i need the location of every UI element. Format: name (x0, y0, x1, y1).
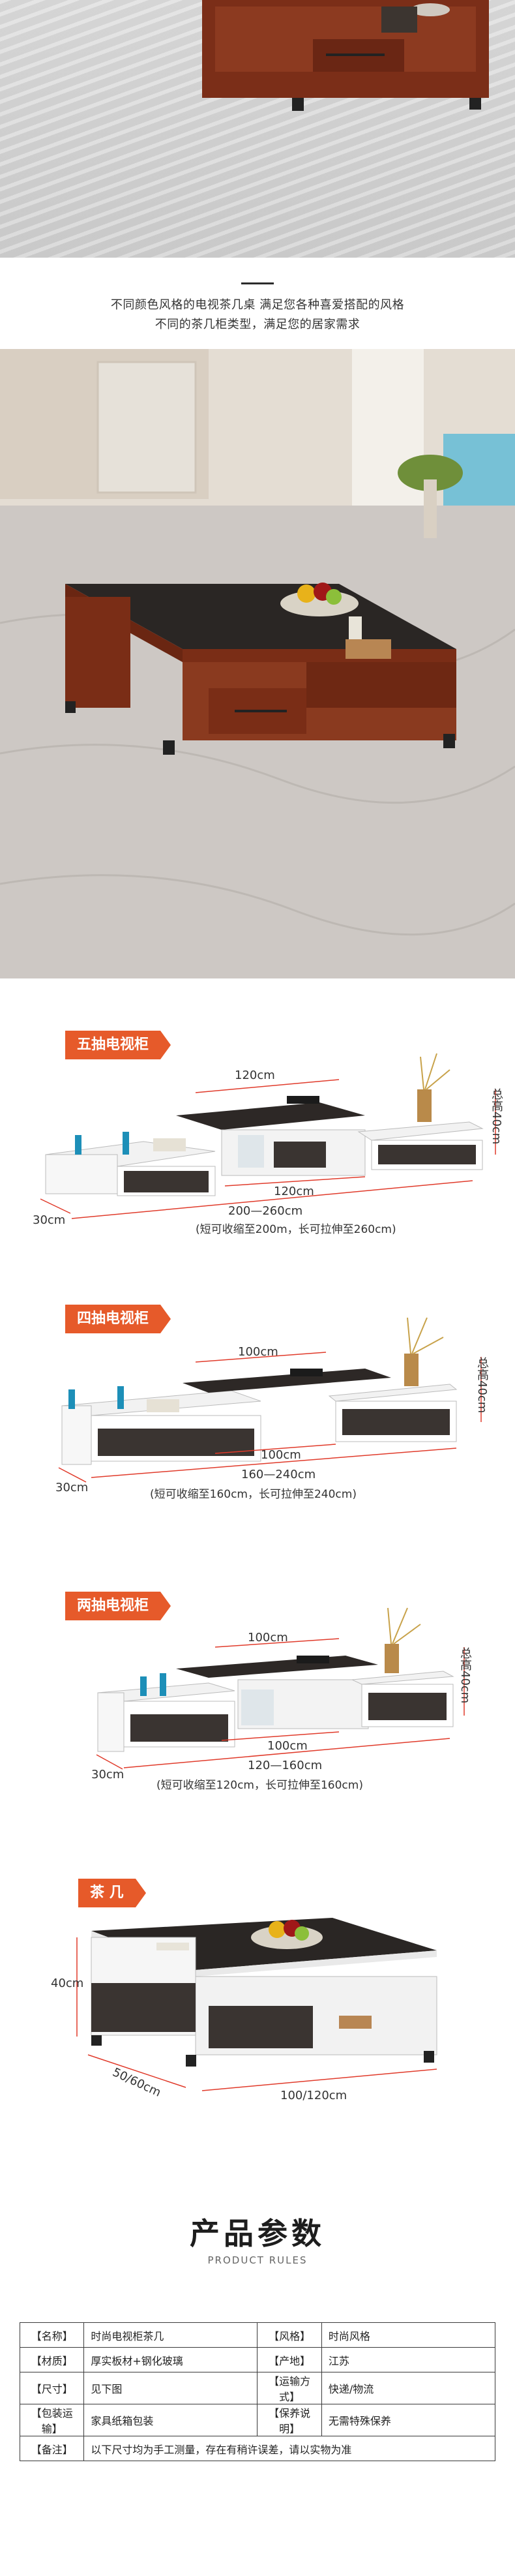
room-scene-image (0, 349, 515, 978)
param-key: 【风格】 (257, 2322, 322, 2348)
range-note: (短可收缩至160cm，长可拉伸至240cm) (150, 1488, 357, 1501)
table-row: 【包装运输】 家具纸箱包装 【保养说明】 无需特殊保养 (19, 2404, 496, 2436)
total-height-dim: 总高40cm (490, 1088, 503, 1145)
coffee-table-label: 茶 几 (78, 1879, 146, 1907)
param-value: 快递/物流 (321, 2372, 496, 2404)
total-height-dim: 总高40cm (458, 1647, 472, 1704)
range-dim: 200—260cm (228, 1204, 303, 1218)
range-note: (短可收缩至200m，长可拉伸至260cm) (196, 1223, 396, 1236)
table-row: 【材质】 厚实板材+钢化玻璃 【产地】 江苏 (19, 2347, 496, 2372)
top-product-photo (0, 0, 515, 258)
product-params-table: 【名称】 时尚电视柜茶几 【风格】 时尚风格 【材质】 厚实板材+钢化玻璃 【产… (19, 2322, 496, 2461)
diagram-two-drawer-tv-cabinet: 两抽电视柜 100cm 100cm 总高40cm 30cm 120—160cm … (0, 1579, 515, 1826)
param-key: 【尺寸】 (19, 2372, 85, 2404)
param-key: 【产地】 (257, 2347, 322, 2372)
two-drawer-label: 两抽电视柜 (65, 1592, 171, 1620)
depth-dim: 30cm (33, 1213, 66, 1227)
param-value: 时尚电视柜茶几 (83, 2322, 258, 2348)
five-drawer-label: 五抽电视柜 (65, 1031, 171, 1059)
product-params-header: 产品参数 PRODUCT RULES (0, 2198, 515, 2277)
param-value: 厚实板材+钢化玻璃 (83, 2347, 258, 2372)
living-room-photo (0, 349, 515, 978)
params-title: 产品参数 (190, 2216, 325, 2251)
param-key: 【材质】 (19, 2347, 85, 2372)
param-value: 无需特殊保养 (321, 2404, 496, 2436)
caption-line-1: 不同颜色风格的电视茶几桌 满足您各种喜爱搭配的风格 (110, 298, 405, 312)
range-dim: 120—160cm (248, 1759, 323, 1772)
width-top-dim: 120cm (235, 1068, 275, 1082)
caption-block: 不同颜色风格的电视茶几桌 满足您各种喜爱搭配的风格 不同的茶几柜类型，满足您的居… (0, 258, 515, 349)
param-key: 【运输方式】 (257, 2372, 322, 2404)
range-dim: 160—240cm (241, 1468, 316, 1481)
width-top-dim: 100cm (238, 1345, 278, 1359)
diagram-four-drawer-tv-cabinet: 四抽电视柜 100cm 100cm 总高40cm 30cm 160—240cm … (0, 1292, 515, 1539)
params-subtitle: PRODUCT RULES (207, 2254, 308, 2266)
param-value: 以下尺寸均为手工测量，存在有稍许误差，请以实物为准 (83, 2436, 495, 2461)
total-height-dim: 总高40cm (475, 1357, 489, 1414)
diagram-coffee-table: 茶 几 40cm 50/60cm 100/120cm (0, 1866, 515, 2140)
param-key: 【名称】 (19, 2322, 85, 2348)
coffee-table-drawing (76, 1918, 437, 2091)
height-dim: 40cm (51, 1977, 84, 1990)
param-key: 【备注】 (19, 2436, 85, 2461)
param-value: 江苏 (321, 2347, 496, 2372)
range-note: (短可收缩至120cm，长可拉伸至160cm) (156, 1779, 363, 1792)
param-value: 见下图 (83, 2372, 258, 2404)
depth-dim: 30cm (55, 1481, 89, 1494)
width-bottom-dim: 120cm (274, 1185, 314, 1198)
coffee-table-bottom-image (202, 0, 489, 111)
diagram-five-drawer-tv-cabinet: 五抽电视柜 120cm 120cm 总高40cm 30cm 200—260cm … (0, 1018, 515, 1265)
width-top-dim: 100cm (248, 1631, 288, 1644)
caption-line-2: 不同的茶几柜类型，满足您的居家需求 (154, 318, 360, 331)
width-dim: 100/120cm (280, 2089, 347, 2102)
five-drawer-drawing (40, 1053, 496, 1219)
width-bottom-dim: 100cm (267, 1739, 308, 1753)
width-bottom-dim: 100cm (261, 1448, 301, 1462)
param-value: 家具纸箱包装 (83, 2404, 258, 2436)
table-row: 【尺寸】 见下图 【运输方式】 快递/物流 (19, 2372, 496, 2404)
param-key: 【包装运输】 (19, 2404, 85, 2436)
four-drawer-label: 四抽电视柜 (65, 1305, 171, 1333)
param-key: 【保养说明】 (257, 2404, 322, 2436)
table-row: 【名称】 时尚电视柜茶几 【风格】 时尚风格 (19, 2322, 496, 2348)
four-drawer-drawing (58, 1317, 482, 1483)
two-drawer-drawing (96, 1607, 465, 1770)
depth-dim: 30cm (91, 1768, 125, 1781)
table-row: 【备注】 以下尺寸均为手工测量，存在有稍许误差，请以实物为准 (19, 2436, 495, 2461)
param-value: 时尚风格 (321, 2322, 496, 2348)
caption-divider (241, 282, 274, 284)
